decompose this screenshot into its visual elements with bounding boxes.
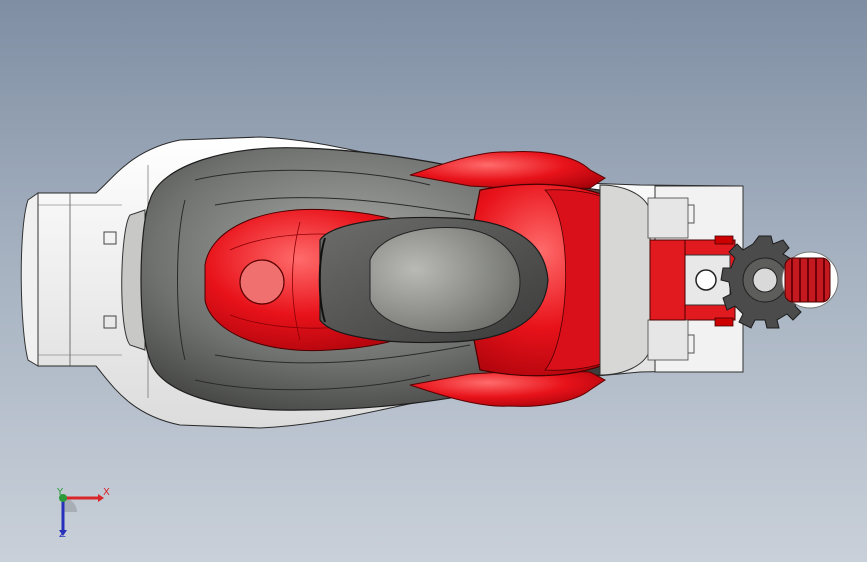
seat-cup (369, 227, 521, 333)
rear-plate (121, 209, 146, 351)
triad-graphic (59, 494, 104, 536)
fork-bracket-front (649, 239, 686, 321)
red-fender-bottom (409, 369, 606, 407)
axis-label-y: Y (57, 487, 64, 498)
axis-label-x: X (103, 487, 110, 498)
seat-edge (318, 237, 326, 323)
headlight (239, 259, 285, 305)
shell-ribs (177, 169, 471, 391)
sprocket-gear-icon (720, 235, 810, 329)
front-clamp-plates (599, 184, 689, 376)
coordinate-triad-icon: X Y Z (40, 478, 120, 548)
red-fender-top (409, 151, 606, 191)
spring-coil-icon (781, 251, 839, 309)
axis-label-z: Z (59, 529, 66, 540)
